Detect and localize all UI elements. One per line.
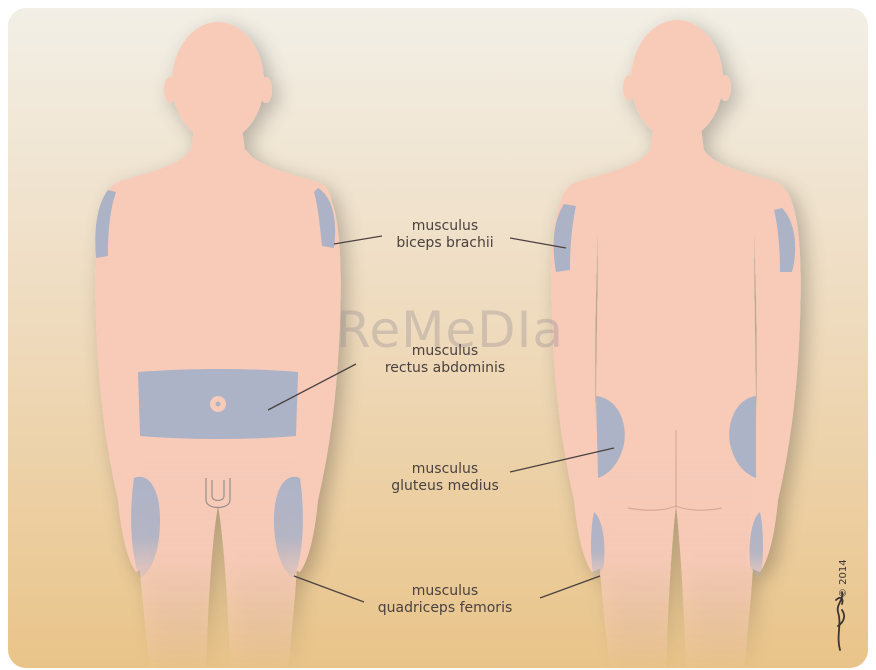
back-left-ear [623,75,635,101]
label-biceps: musculus biceps brachii [355,218,535,252]
front-right-ear [260,77,272,103]
copyright-text: © 2014 [838,559,849,598]
label-abdominis-line1: musculus [355,343,535,360]
label-abdominis: musculus rectus abdominis [355,343,535,377]
label-biceps-line2: biceps brachii [355,235,535,252]
label-quadriceps-line2: quadriceps femoris [355,600,535,617]
front-left-ear [164,77,176,103]
label-gluteus-line1: musculus [355,461,535,478]
artist-signature [826,566,876,656]
label-gluteus-line2: gluteus medius [355,478,535,495]
label-quadriceps-line1: musculus [355,583,535,600]
back-right-ear [719,75,731,101]
label-biceps-line1: musculus [355,218,535,235]
front-head [172,22,264,142]
back-head [631,20,723,140]
label-gluteus: musculus gluteus medius [355,461,535,495]
label-quadriceps: musculus quadriceps femoris [355,583,535,617]
label-abdominis-line2: rectus abdominis [355,360,535,377]
